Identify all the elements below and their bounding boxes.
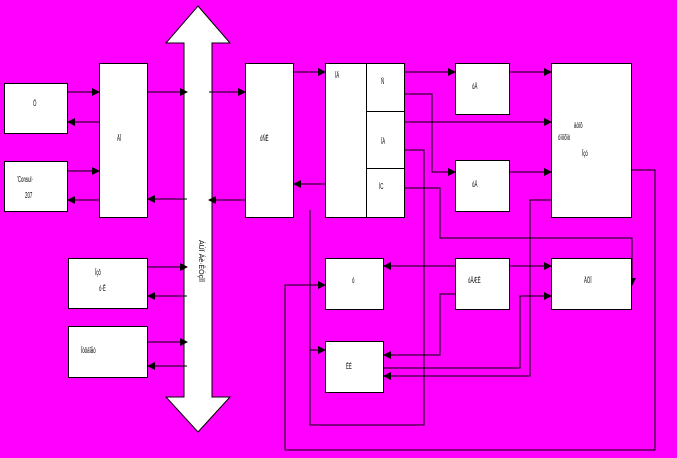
box-m1-label: ó	[352, 276, 355, 285]
box-top-left-label: Ö	[33, 99, 37, 108]
box-group-cell-2: ÏÀ	[366, 111, 405, 169]
wire-m2-to-m4	[383, 293, 455, 359]
box-right-1-label: óÃ	[472, 82, 478, 91]
box-right-2: óÃ	[455, 160, 510, 212]
cell-3-label: ÍC	[379, 182, 384, 191]
cell-1-label: Ñ	[381, 77, 385, 86]
box-m4: ÊÈ	[325, 341, 384, 393]
box-big: äòïô òïìïôïò Ïçó	[551, 63, 632, 218]
box-m3: ÃÕÏ	[551, 258, 632, 310]
box-console: 'Consul· 207	[4, 161, 68, 212]
box-big-label-3: Ïçó	[582, 149, 588, 158]
box-big-label-1: äòïô	[574, 121, 583, 130]
box-memory-label-2: ó·Ê	[99, 284, 106, 293]
box-console-label-1: 'Consul·	[17, 175, 34, 184]
box-memory: Ïçô ó·Ê	[68, 258, 148, 309]
box-group-cell-3: ÍC	[366, 168, 405, 218]
wire-cell1-to-r2	[405, 93, 456, 176]
box-small-label: Ïòôáîåò	[81, 346, 96, 355]
box-mid: óÑÊ	[245, 63, 294, 218]
box-big-label-2: òïìïôïò	[558, 133, 571, 142]
box-small: Ïòôáîåò	[68, 326, 148, 378]
box-m3-label: ÃÕÏ	[584, 276, 592, 285]
box-memory-label-1: Ïçô	[95, 268, 101, 277]
box-right-1: óÃ	[455, 63, 510, 115]
box-right-2-label: óÃ	[472, 180, 478, 189]
system-bus-double-arrow	[164, 5, 232, 433]
box-group-cell-1: Ñ	[366, 63, 405, 112]
box-m2-label: óÂÆÊ	[468, 276, 481, 285]
wire-big-to-m4	[383, 199, 551, 380]
box-mid-label: óÑÊ	[260, 134, 269, 143]
box-left-controller: ÃÎ	[99, 63, 148, 218]
box-group-label: ÏÄ	[335, 71, 340, 80]
wire-cell3-to-m3	[405, 187, 636, 286]
box-console-label-2: 207	[25, 191, 33, 200]
wire-cell2-to-m4	[309, 149, 425, 426]
box-m2: óÂÆÊ	[455, 258, 510, 310]
cell-2-label: ÏÀ	[381, 137, 386, 146]
box-left-controller-label: ÃÎ	[117, 134, 122, 143]
wire-m4-to-m3	[384, 292, 552, 369]
box-m4-label: ÊÈ	[346, 362, 352, 371]
box-top-left: Ö	[4, 83, 68, 134]
box-m1: ó	[325, 258, 384, 310]
wire-big-to-m1	[284, 169, 656, 451]
system-bus-label: ÁÚÏ Áè·ÊÓçÏÏ	[197, 240, 204, 283]
